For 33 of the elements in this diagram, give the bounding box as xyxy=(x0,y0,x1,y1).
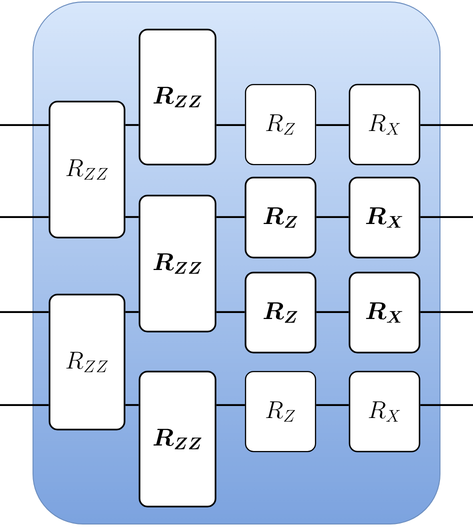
gate-box: $R_{ZZ}$ xyxy=(138,194,216,332)
wire xyxy=(216,311,245,313)
gate-box: $R_Z$ xyxy=(244,370,316,452)
gate-box: $R_{ZZ}$ xyxy=(138,370,216,508)
wire xyxy=(216,124,245,126)
wire xyxy=(125,124,139,126)
wire xyxy=(0,311,49,313)
wire xyxy=(420,216,473,218)
wire xyxy=(125,311,139,313)
wire xyxy=(216,404,245,406)
gate-box: $R_X$ xyxy=(348,272,420,354)
wire xyxy=(125,216,139,218)
wire xyxy=(420,124,473,126)
wire xyxy=(316,311,349,313)
gate-box: $R_Z$ xyxy=(244,272,316,354)
gate-box: $R_X$ xyxy=(348,84,420,166)
wire xyxy=(316,124,349,126)
wire xyxy=(0,404,49,406)
gate-box: $R_Z$ xyxy=(244,84,316,166)
gate-box: $R_X$ xyxy=(348,370,420,452)
gate-box: $R_{ZZ}$ xyxy=(48,294,126,430)
gate-box: $R_X$ xyxy=(348,176,420,258)
gate-box: $R_{ZZ}$ xyxy=(138,28,216,166)
wire xyxy=(420,404,473,406)
wire xyxy=(316,404,349,406)
wire xyxy=(316,216,349,218)
wire xyxy=(0,216,49,218)
gate-box: $R_Z$ xyxy=(244,176,316,258)
wire xyxy=(420,311,473,313)
wire xyxy=(125,404,139,406)
gate-box: $R_{ZZ}$ xyxy=(48,100,126,238)
wire xyxy=(0,124,49,126)
wire xyxy=(216,216,245,218)
